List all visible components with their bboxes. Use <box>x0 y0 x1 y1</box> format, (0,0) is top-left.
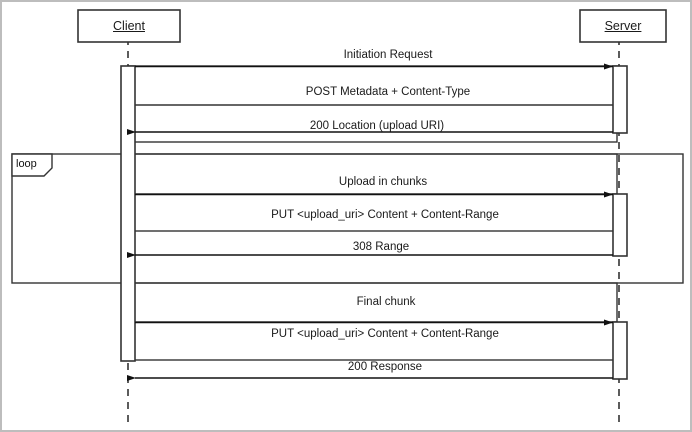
participant-box-server <box>579 9 667 43</box>
message-label-308-range: 308 Range <box>352 241 410 253</box>
loop-fragment-tab <box>11 153 53 177</box>
message-label-200-location: 200 Location (upload URI) <box>309 120 445 132</box>
message-label-put-upload-uri-2: PUT <upload_uri> Content + Content-Range <box>271 328 499 340</box>
activation-bar-server-upload-chunks <box>612 193 628 257</box>
message-label-initiation-request: Initiation Request <box>343 49 433 61</box>
activation-bar-server-final-chunk <box>612 321 628 380</box>
participant-label-client: Client <box>113 19 145 33</box>
participant-box-client <box>77 9 181 43</box>
message-label-post-metadata: POST Metadata + Content-Type <box>305 86 471 98</box>
message-label-put-upload-uri-1: PUT <upload_uri> Content + Content-Range <box>271 209 499 221</box>
message-label-upload-in-chunks: Upload in chunks <box>338 176 428 188</box>
message-label-200-response: 200 Response <box>347 361 423 373</box>
loop-fragment-label: loop <box>16 158 37 170</box>
participant-label-server: Server <box>604 19 642 33</box>
activation-bar-client <box>120 65 136 362</box>
message-label-final-chunk: Final chunk <box>356 296 416 308</box>
activation-bar-server-initiation <box>612 65 628 134</box>
